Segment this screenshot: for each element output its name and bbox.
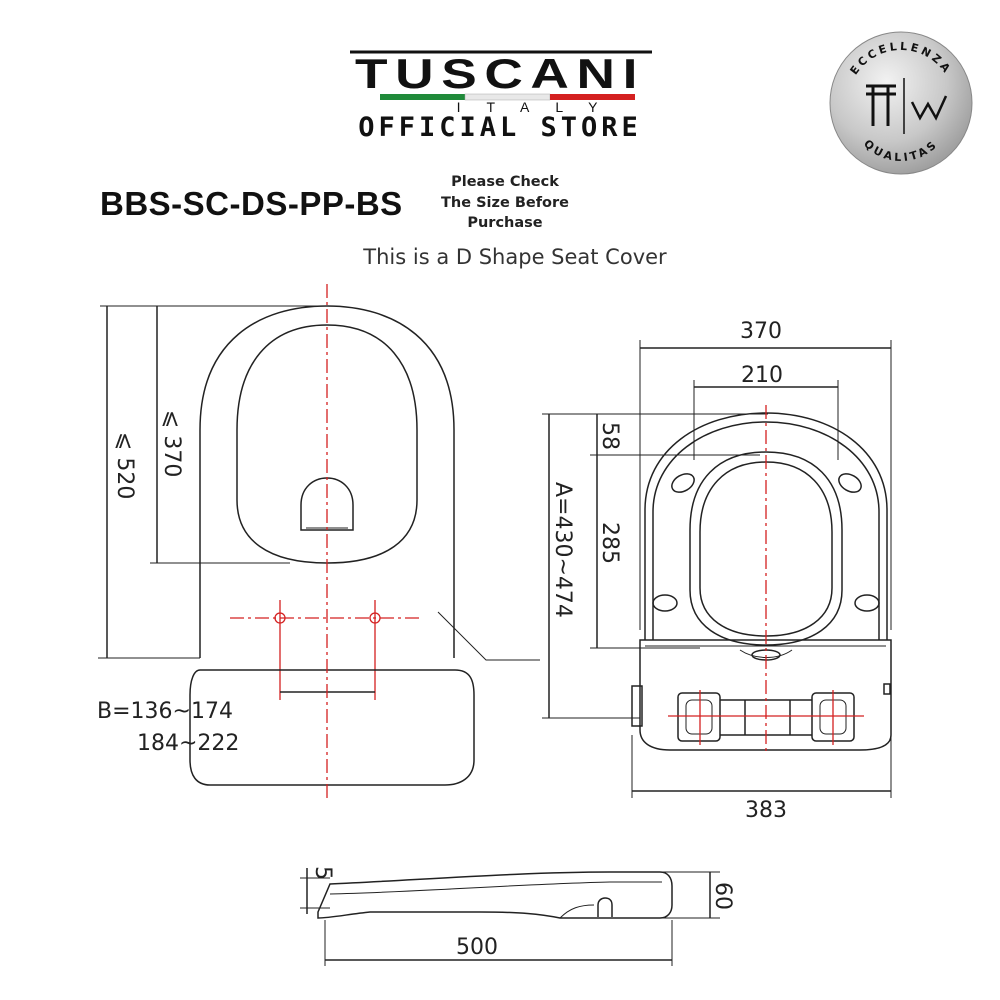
logo-text: TUSCANI <box>355 50 645 97</box>
side-view: 5 60 500 <box>300 866 735 966</box>
front-base-width-label: 383 <box>745 798 787 823</box>
note-line-3: Purchase <box>467 215 543 231</box>
front-rim-label: 58 <box>597 422 622 450</box>
brand-logo: TUSCANI ITALY <box>350 50 652 115</box>
side-height-label: 60 <box>710 882 735 910</box>
logo-subtext: ITALY <box>457 99 624 115</box>
badge-monogram-icon <box>866 78 948 134</box>
model-code: BBS-SC-DS-PP-BS <box>100 185 403 222</box>
side-thickness-label: 5 <box>310 866 335 880</box>
size-check-note: Please Check The Size Before Purchase <box>430 172 580 234</box>
note-line-2: The Size Before <box>441 194 569 211</box>
hinge-spacing-b-label: B=136~174 <box>97 699 233 724</box>
product-subtitle: This is a D Shape Seat Cover <box>363 245 667 269</box>
front-overall-width-label: 370 <box>740 319 782 344</box>
front-view: 370 210 58 285 A=430~474 383 <box>542 319 892 823</box>
top-opening-length-label: ⩽ 370 <box>159 410 184 477</box>
front-length-a-label: A=430~474 <box>550 482 575 618</box>
official-store-label: OFFICIAL STORE <box>358 112 642 143</box>
top-view: ⩽ 520 ⩽ 370 B=136~174 184~222 <box>97 284 540 802</box>
hinge-spacing-alt-label: 184~222 <box>137 731 239 756</box>
front-opening-width-label: 210 <box>741 363 783 388</box>
top-overall-length-label: ⩽ 520 <box>112 432 137 499</box>
front-opening-depth-label: 285 <box>597 522 622 564</box>
quality-badge: ECCELLENZA QUALITAS <box>829 31 973 175</box>
note-line-1: Please Check <box>451 174 559 190</box>
side-length-label: 500 <box>456 935 498 960</box>
